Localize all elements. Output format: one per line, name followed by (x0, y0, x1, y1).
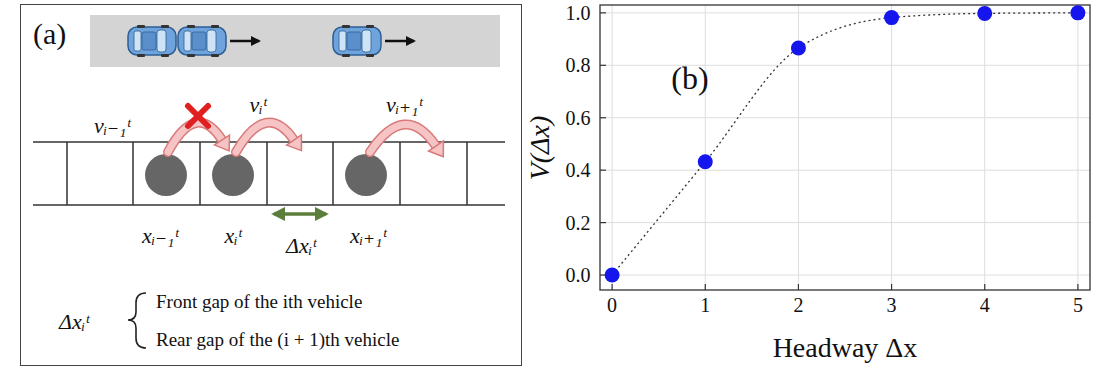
tick-label: 1.0 (566, 1, 591, 24)
tick-label: 0.4 (566, 159, 591, 182)
data-point (884, 10, 899, 25)
hop-arrow (370, 124, 436, 152)
grid-line (1077, 5, 1078, 290)
tick-label: 0.8 (566, 54, 591, 77)
grid-line (891, 5, 892, 290)
headway-label: Δxᵢᵗ (59, 309, 89, 334)
tick-label: 4 (980, 294, 990, 317)
tick-mark (705, 284, 706, 290)
velocity-label: vᵢ₋₁ᵗ (94, 113, 130, 138)
panel-label: (a) (33, 17, 66, 52)
grid-line (705, 5, 706, 290)
grid-line (600, 170, 1090, 171)
plot-frame (600, 5, 1090, 290)
data-point (698, 154, 713, 169)
position-label: xᵢ₊₁ᵗ (350, 223, 386, 248)
headway-label: Δxᵢᵗ (286, 233, 316, 258)
position-label: xᵢ₋₁ᵗ (142, 223, 178, 248)
car (128, 25, 176, 57)
hop-arrow (168, 123, 222, 152)
gap-description: Rear gap of the (i + 1)th vehicle (156, 329, 399, 351)
position-label: xᵢᵗ (225, 223, 242, 248)
data-point (1070, 5, 1085, 20)
hop-arrow-outline (236, 123, 294, 152)
blocked-cross (188, 106, 208, 126)
tick-mark (600, 65, 606, 66)
velocity-label: vᵢᵗ (250, 92, 267, 117)
data-point (791, 40, 806, 55)
gap-arrow (274, 212, 326, 216)
grid-line (612, 5, 613, 290)
road (90, 15, 500, 67)
tick-label: 2 (793, 294, 803, 317)
blocked-cross (188, 106, 208, 126)
tick-mark (600, 222, 606, 223)
tick-mark (891, 284, 892, 290)
tick-label: 5 (1073, 294, 1083, 317)
panel-label: (b) (671, 60, 708, 97)
motion-arrow (385, 40, 414, 43)
hop-arrowhead (214, 135, 229, 151)
tick-label: 0 (607, 294, 617, 317)
tick-mark (612, 284, 613, 290)
vehicle-dot (212, 154, 254, 196)
motion-arrow (230, 40, 259, 43)
tick-mark (984, 284, 985, 290)
tick-label: 1 (700, 294, 710, 317)
hop-arrowhead (429, 141, 444, 157)
tick-label: 0.6 (566, 106, 591, 129)
data-point (977, 6, 992, 21)
tick-mark (798, 284, 799, 290)
data-point (605, 268, 620, 283)
brace (128, 293, 146, 348)
hop-arrow-outline (168, 123, 222, 152)
fit-curve (612, 13, 1078, 275)
tick-mark (600, 12, 606, 13)
tick-label: 0.2 (566, 211, 591, 234)
velocity-label: vᵢ₊₁ᵗ (386, 92, 422, 117)
grid-line (600, 275, 1090, 276)
axis-title: V(Δx) (524, 116, 556, 181)
car (333, 25, 381, 57)
gap-description: Front gap of the ith vehicle (156, 291, 362, 313)
hop-arrow (236, 123, 294, 152)
hop-arrowhead (287, 135, 302, 151)
chart (600, 5, 1090, 290)
grid-line (600, 12, 1090, 13)
tick-mark (600, 117, 606, 118)
grid-line (600, 117, 1090, 118)
car (178, 25, 226, 57)
hop-arrow-outline (370, 124, 436, 152)
vehicle-dot (145, 154, 187, 196)
tick-mark (1077, 284, 1078, 290)
grid-line (984, 5, 985, 290)
vehicle-dot (345, 154, 387, 196)
axis-title: Headway Δx (773, 332, 918, 364)
tick-label: 3 (887, 294, 897, 317)
grid-line (600, 222, 1090, 223)
tick-label: 0.0 (566, 264, 591, 287)
tick-mark (600, 170, 606, 171)
